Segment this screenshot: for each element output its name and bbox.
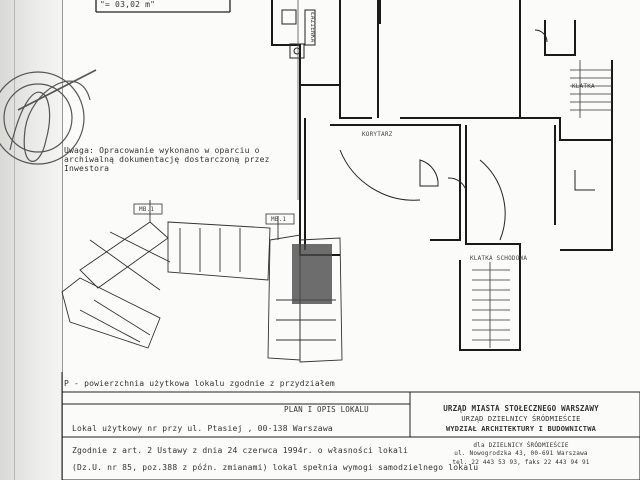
plan-title: PLAN I OPIS LOKALU [284,405,369,414]
section-marker-1: MB.1 [139,206,155,213]
official-stamp [0,69,97,165]
office-district: URZĄD DZIELNICY ŚRÓDMIEŚCIE [461,415,581,423]
unit-location: Lokal użytkowy nr przy ul. Ptasiej , 00-… [72,424,333,433]
binding-margin [0,0,63,480]
note-text: Uwaga: Opracowanie wykonano w oparciu o … [64,146,270,173]
office-department: WYDZIAŁ ARCHITEKTURY I BUDOWNICTWA [445,425,597,433]
stairs-lower [472,262,510,348]
stairs-upper [570,60,612,118]
section-marker-2: MB.1 [271,216,287,223]
room-label-bath: ŁAZIENKA [309,12,316,43]
header-area-value: "= 03,02 m" [100,0,156,9]
office-phone: tel. 22 443 53 93, faks 22 443 94 91 [452,459,590,466]
building-walls [271,0,613,351]
title-block-frame [61,372,640,480]
legal-text-2: (Dz.U. nr 85, poz.388 z późn. zmianami) … [72,463,479,472]
legal-text-1: Zgodnie z art. 2 Ustawy z dnia 24 czerwc… [72,446,409,455]
room-label-corridor: KORYTARZ [362,131,393,138]
highlighted-unit [292,244,332,304]
legend-text: P - powierzchnia użytkowa lokalu zgodnie… [64,379,335,388]
office-sub: dla DZIELNICY ŚRÓDMIEŚCIE [473,442,569,449]
office-address: ul. Nowogrodzka 43, 00-691 Warszawa [454,450,588,457]
room-label-stair-upper: KLATKA [572,83,595,90]
room-label-stair: KLATKA SCHODOWA [470,255,528,262]
office-name: URZĄD MIASTA STOŁECZNEGO WARSZAWY [443,404,599,413]
